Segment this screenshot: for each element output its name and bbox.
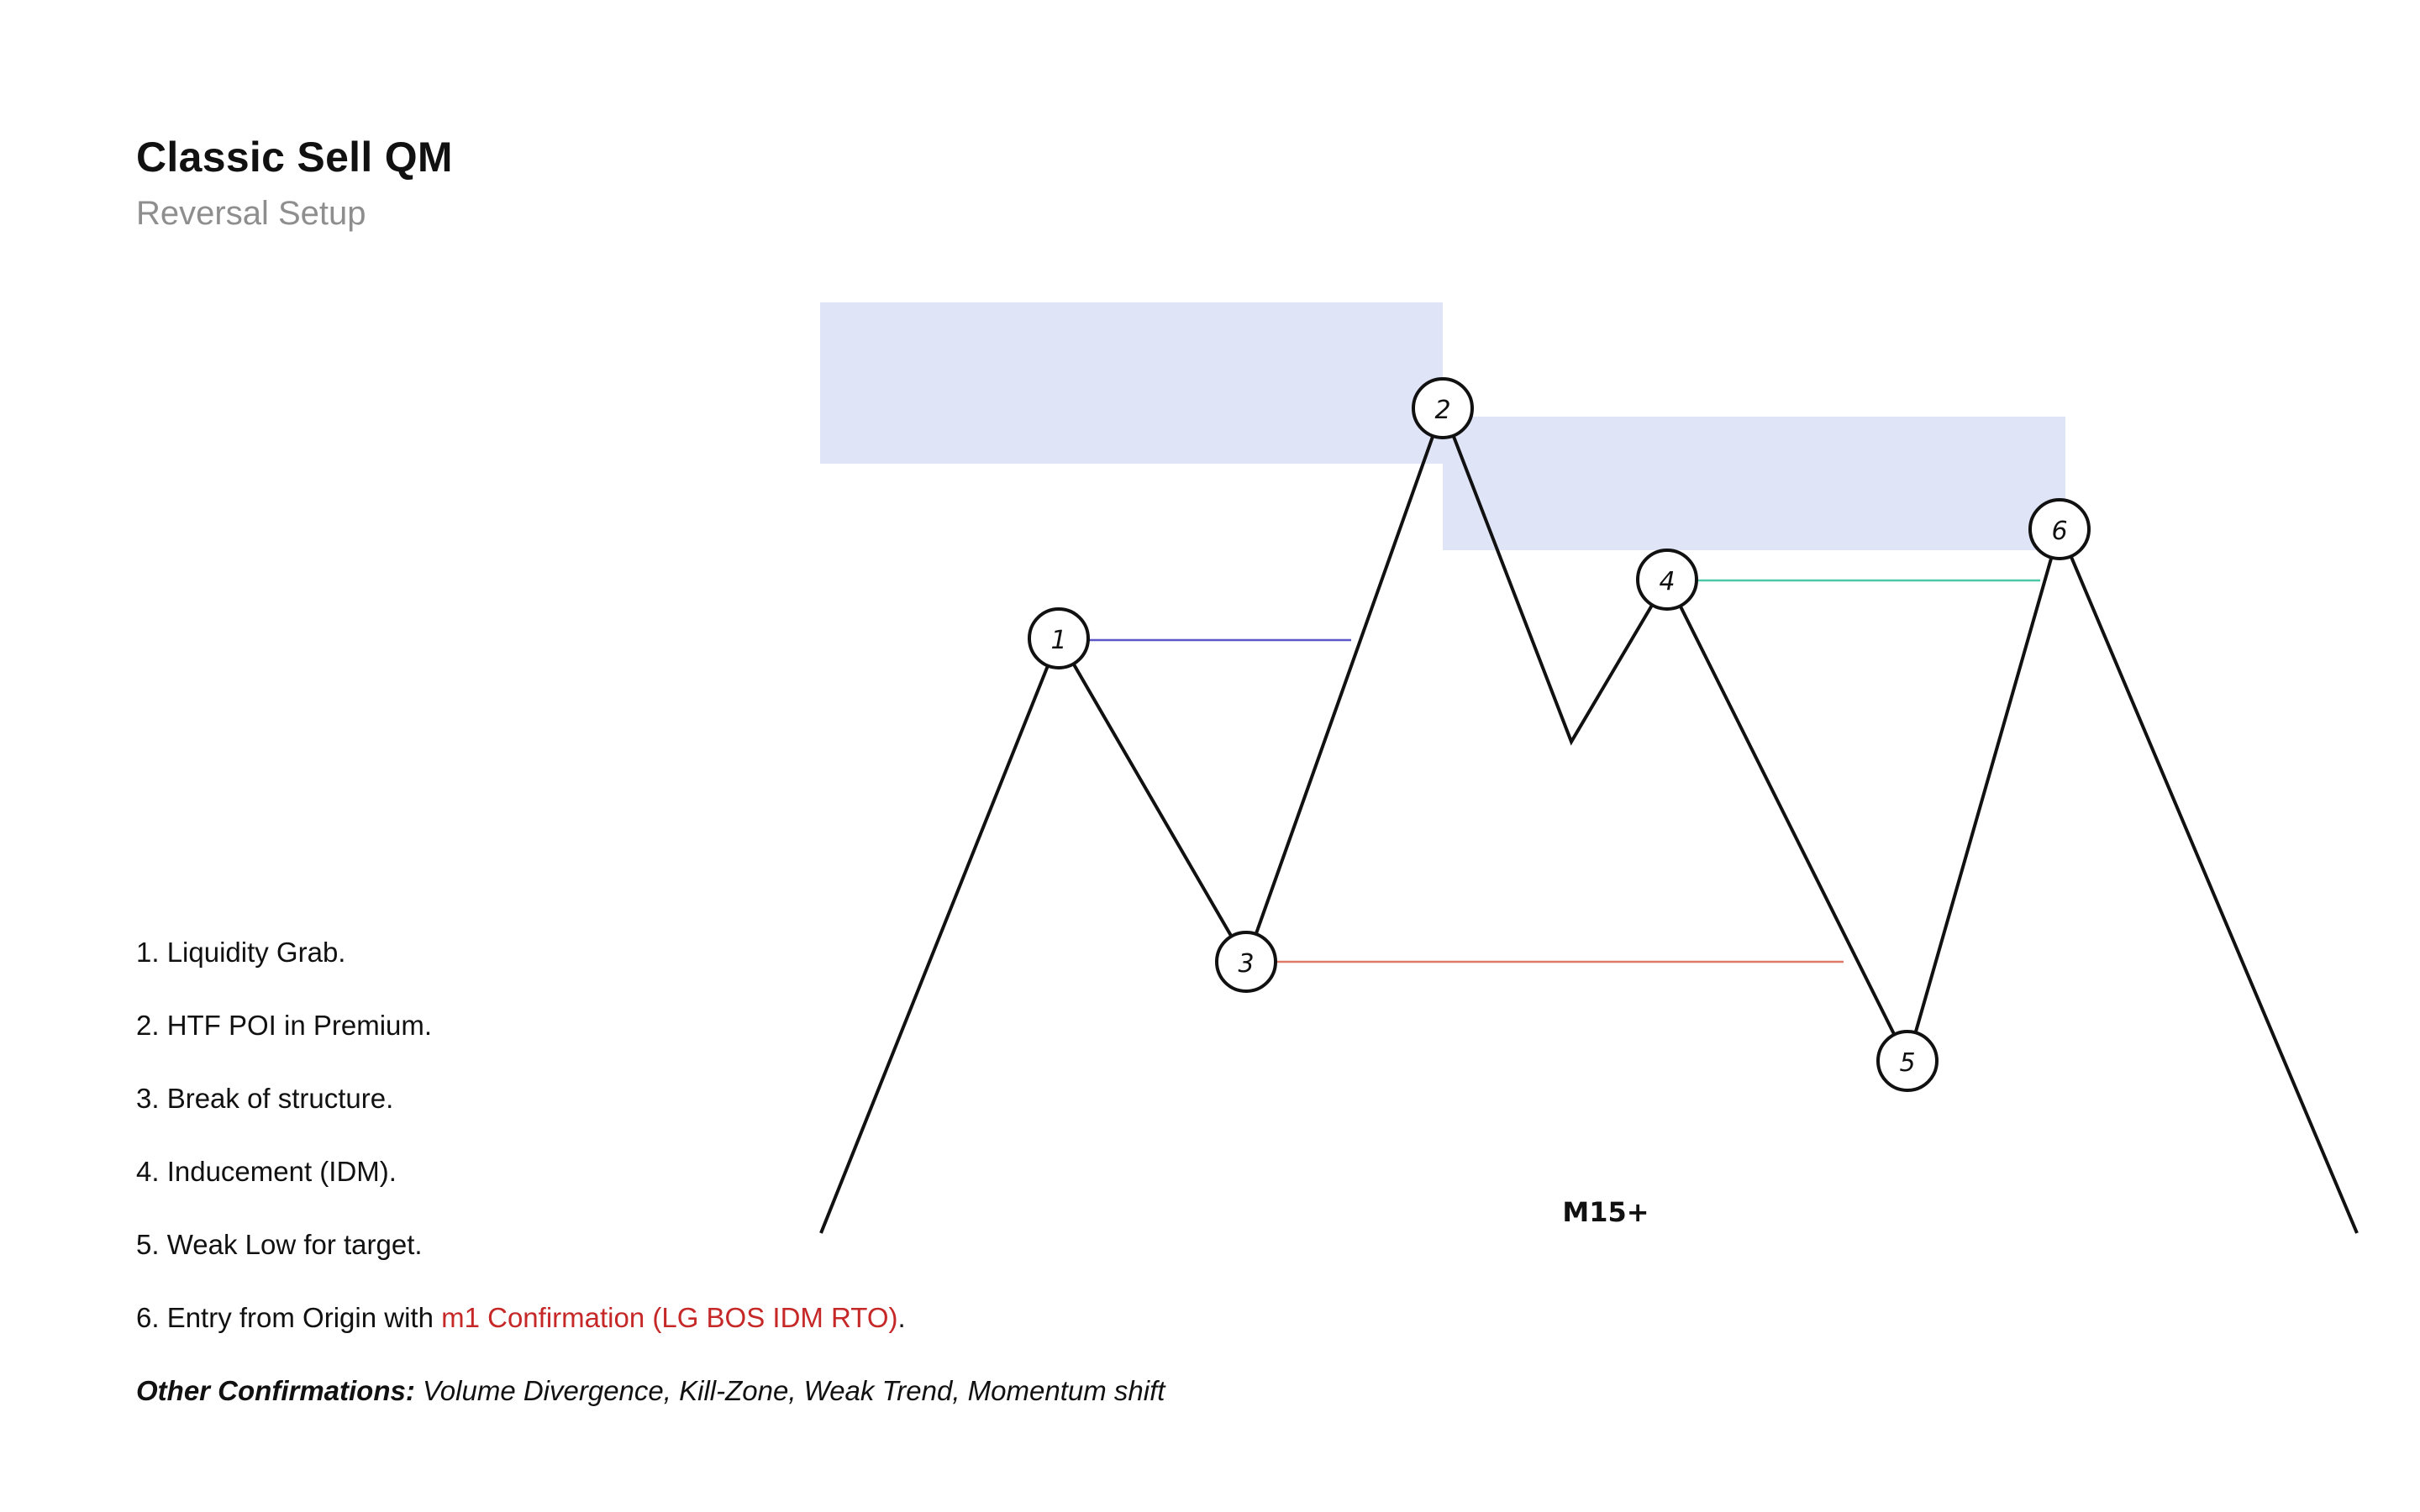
step-item-4: 4. Inducement (IDM). (136, 1156, 397, 1187)
htf-poi-zone (820, 302, 1443, 464)
step-item-1: 1. Liquidity Grab. (136, 937, 346, 968)
swing-point-2-label: 2 (1434, 396, 1450, 425)
step-6-suffix: . (897, 1302, 906, 1333)
timeframe-label: M15+ (1562, 1196, 1649, 1228)
step-6-prefix: 6. Entry from Origin with (136, 1302, 442, 1333)
swing-point-5: 5 (1876, 1030, 1939, 1092)
other-confirmations-text: Volume Divergence, Kill-Zone, Weak Trend… (414, 1375, 1165, 1406)
other-confirmations-label: Other Confirmations: (136, 1375, 415, 1406)
page-subtitle: Reversal Setup (136, 195, 366, 232)
swing-point-2: 2 (1412, 377, 1474, 439)
steps-list: 1. Liquidity Grab. 2. HTF POI in Premium… (136, 916, 1165, 1427)
other-confirmations: Other Confirmations: Volume Divergence, … (136, 1354, 1165, 1427)
step-item-5: 5. Weak Low for target. (136, 1229, 423, 1260)
swing-point-5-label: 5 (1899, 1048, 1915, 1078)
swing-point-3-label: 3 (1238, 949, 1254, 979)
swing-point-3: 3 (1215, 931, 1277, 993)
step-item-3: 3. Break of structure. (136, 1083, 394, 1114)
origin-zone (1443, 417, 2065, 550)
swing-point-1: 1 (1028, 607, 1090, 669)
step-item-2: 2. HTF POI in Premium. (136, 1010, 433, 1041)
price-path (819, 403, 2359, 1234)
step-6-highlight: m1 Confirmation (LG BOS IDM RTO) (441, 1302, 898, 1333)
swing-point-6: 6 (2028, 498, 2091, 560)
page-title: Classic Sell QM (136, 134, 453, 181)
swing-point-6-label: 6 (2051, 517, 2067, 546)
step-item-6: 6. Entry from Origin with m1 Confirmatio… (136, 1281, 1165, 1354)
swing-point-4: 4 (1636, 549, 1698, 611)
swing-point-4-label: 4 (1659, 567, 1675, 596)
swing-point-1-label: 1 (1050, 626, 1066, 655)
